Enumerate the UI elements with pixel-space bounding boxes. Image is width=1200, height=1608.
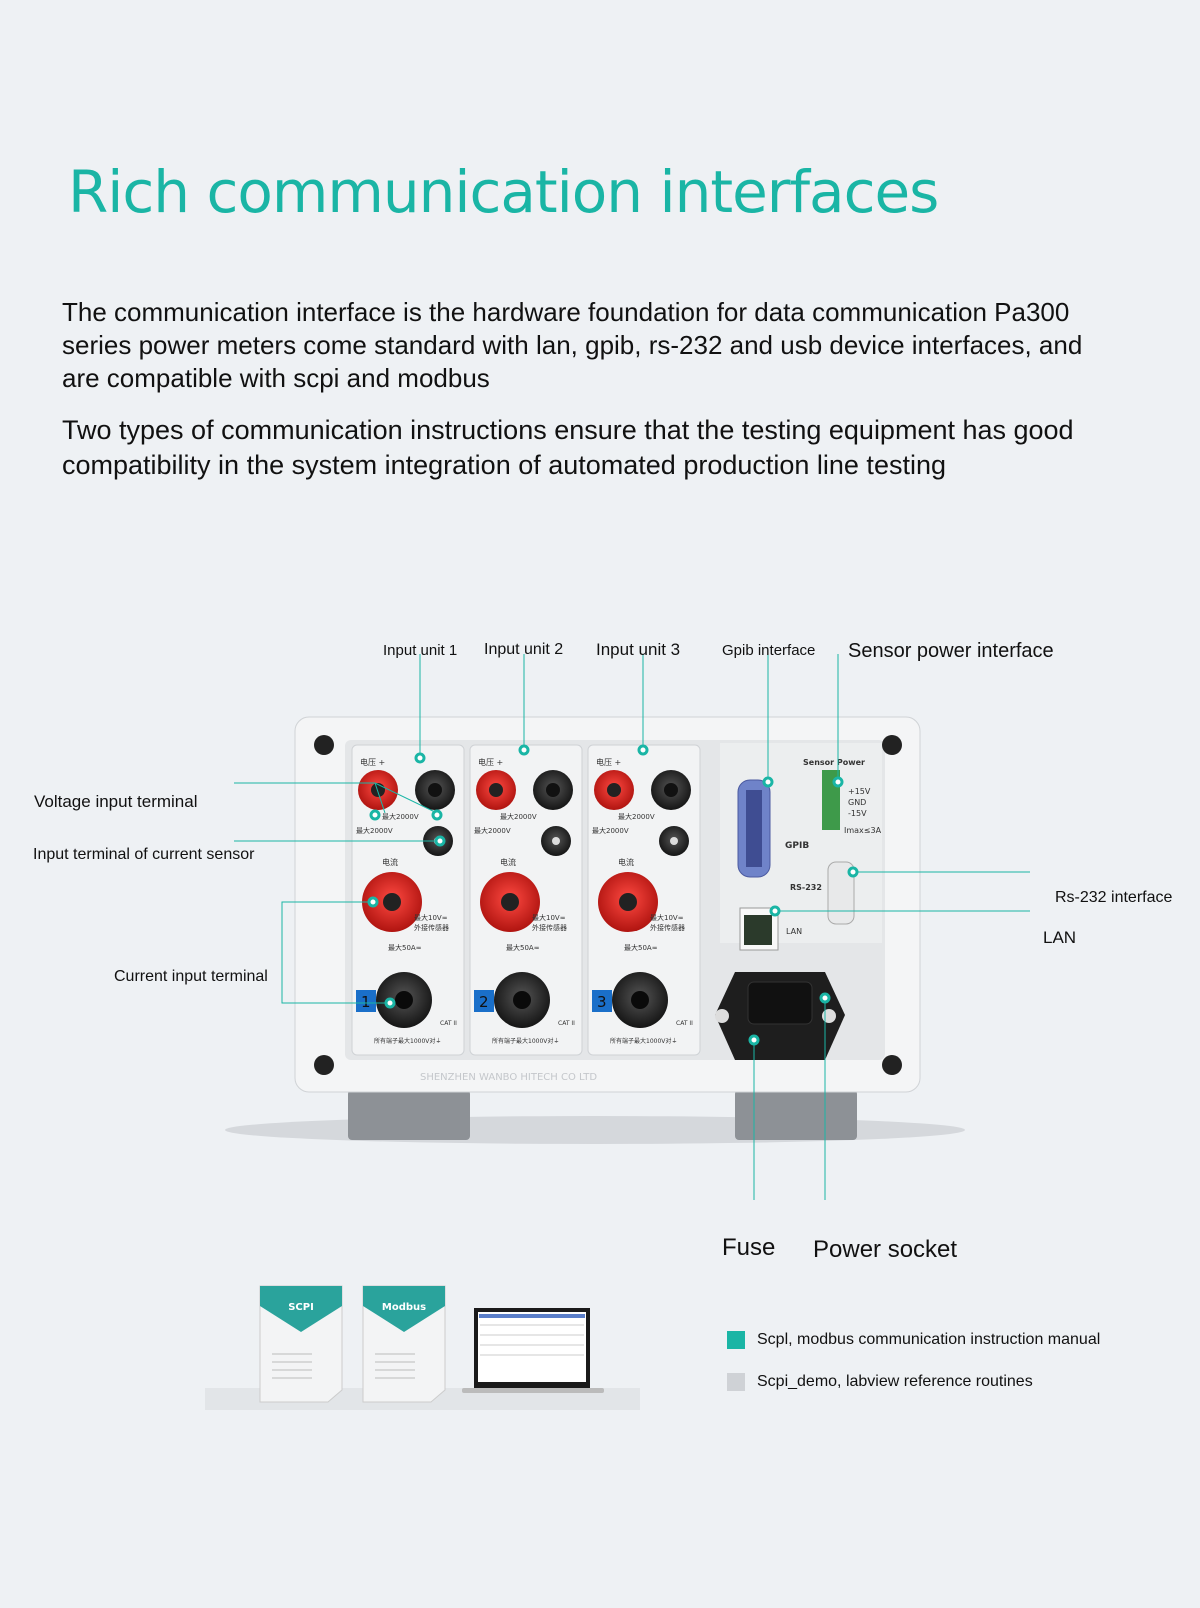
panel-marking: 外接传感器 bbox=[414, 923, 449, 932]
callout-power-socket: Power socket bbox=[813, 1236, 958, 1263]
panel-marking: 最大50A≂ bbox=[624, 943, 658, 952]
unit-number: 2 bbox=[479, 993, 489, 1011]
callout-input-unit-3: Input unit 3 bbox=[596, 640, 681, 659]
svg-text:GND: GND bbox=[848, 798, 866, 807]
svg-text:SCPI: SCPI bbox=[288, 1302, 314, 1313]
watermark: SHENZHEN WANBO HITECH CO LTD bbox=[420, 1072, 597, 1083]
callout-voltage-input: Voltage input terminal bbox=[34, 792, 198, 811]
unit-number-badge bbox=[356, 990, 376, 1012]
svg-text:-15V: -15V bbox=[848, 809, 867, 818]
legend-label: Scpi_demo, labview reference routines bbox=[757, 1373, 1033, 1390]
panel-marking: 最大2000V bbox=[474, 826, 511, 835]
current-label: 电流 bbox=[618, 857, 634, 867]
panel-marking: 最大2000V bbox=[500, 812, 537, 821]
voltage-label: 电压 + bbox=[360, 757, 385, 767]
foot-left bbox=[348, 1090, 470, 1140]
unit-number-badge bbox=[592, 990, 612, 1012]
panel-marking: 最大2000V bbox=[356, 826, 393, 835]
panel-marking: 外接传感器 bbox=[532, 923, 567, 932]
unit-number-badge bbox=[474, 990, 494, 1012]
cat-rating: CAT II bbox=[440, 1020, 457, 1027]
callout-current-input: Current input terminal bbox=[114, 968, 268, 985]
panel-marking: 所有端子最大1000V对⏚ bbox=[492, 1037, 559, 1045]
device-diagram: 电压 +最大2000V最大2000V电流最大10V≂外接传感器最大50A≂1CA… bbox=[225, 654, 1030, 1200]
svg-text:+15V: +15V bbox=[848, 787, 871, 796]
panel-marking: 最大10V≂ bbox=[532, 913, 566, 922]
cat-rating: CAT II bbox=[676, 1020, 693, 1027]
compat-paragraph: Two types of communication instructions … bbox=[62, 415, 1074, 480]
panel-marking: 最大10V≂ bbox=[414, 913, 448, 922]
svg-text:Modbus: Modbus bbox=[382, 1302, 426, 1313]
panel-marking: 所有端子最大1000V对⏚ bbox=[610, 1037, 677, 1045]
legend-label: Scpl, modbus communication instruction m… bbox=[757, 1331, 1101, 1348]
panel-marking: 最大10V≂ bbox=[650, 913, 684, 922]
legend-item: Scpl, modbus communication instruction m… bbox=[727, 1331, 1100, 1349]
leader-lines bbox=[234, 654, 1030, 1200]
legend-swatch-gray bbox=[727, 1373, 745, 1391]
panel-marking: 所有端子最大1000V对⏚ bbox=[374, 1037, 441, 1045]
callout-input-unit-1: Input unit 1 bbox=[383, 642, 458, 659]
callout-lan: LAN bbox=[1043, 928, 1077, 947]
svg-text:Imax≤3A: Imax≤3A bbox=[844, 826, 882, 835]
svg-text:LAN: LAN bbox=[786, 927, 802, 936]
callout-gpib: Gpib interface bbox=[722, 642, 816, 659]
voltage-label: 电压 + bbox=[596, 757, 621, 767]
current-label: 电流 bbox=[500, 857, 516, 867]
unit-number: 3 bbox=[597, 993, 607, 1011]
callout-dots bbox=[367, 744, 859, 1046]
foot-right bbox=[735, 1090, 857, 1140]
page-title: Rich communication interfaces bbox=[68, 158, 939, 226]
modbus-doc: Modbus bbox=[362, 1285, 446, 1403]
docs-illustration: SCPI Modbus bbox=[205, 1285, 640, 1410]
panel-marking: 最大2000V bbox=[618, 812, 655, 821]
gpib-text: GPIB bbox=[785, 841, 809, 851]
svg-text:RS-232: RS-232 bbox=[790, 883, 822, 892]
legend-item: Scpi_demo, labview reference routines bbox=[727, 1373, 1100, 1391]
laptop bbox=[462, 1308, 604, 1393]
scpi-doc: SCPI bbox=[259, 1285, 343, 1403]
cat-rating: CAT II bbox=[558, 1020, 575, 1027]
callout-input-unit-2: Input unit 2 bbox=[484, 641, 564, 658]
intro-paragraph: The communication interface is the hardw… bbox=[62, 297, 1083, 393]
rs232-port bbox=[827, 861, 855, 925]
unit-number: 1 bbox=[361, 993, 371, 1011]
voltage-label: 电压 + bbox=[478, 757, 503, 767]
panel-marking: 最大2000V bbox=[382, 812, 419, 821]
callout-sensor-power: Sensor power interface bbox=[848, 640, 1054, 662]
callout-rs232: Rs-232 interface bbox=[1055, 889, 1173, 906]
legend: Scpl, modbus communication instruction m… bbox=[727, 1331, 1100, 1391]
sensor-power-text: Sensor Power bbox=[803, 758, 865, 767]
panel-marking: 外接传感器 bbox=[650, 923, 685, 932]
callout-current-sensor: Input terminal of current sensor bbox=[33, 846, 255, 863]
legend-swatch-teal bbox=[727, 1331, 745, 1349]
callout-fuse: Fuse bbox=[722, 1234, 776, 1261]
panel-marking: 最大50A≂ bbox=[388, 943, 422, 952]
intro-text: The communication interface is the hardw… bbox=[62, 296, 1122, 483]
current-label: 电流 bbox=[382, 857, 398, 867]
panel-marking: 最大50A≂ bbox=[506, 943, 540, 952]
panel-marking: 最大2000V bbox=[592, 826, 629, 835]
